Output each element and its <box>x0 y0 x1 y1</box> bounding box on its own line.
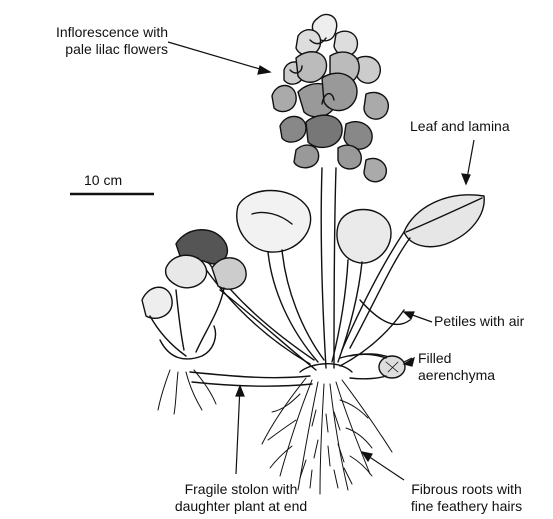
label-leaf: Leaf and lamina <box>410 118 510 135</box>
scale-bar-label: 10 cm <box>84 172 122 189</box>
stolon-drawing <box>190 372 312 386</box>
label-roots: Fibrous roots with fine feathery hairs <box>384 481 549 515</box>
daughter-plant-drawing <box>142 255 246 414</box>
leader-stolon <box>236 386 240 474</box>
arrowhead-inflorescence <box>258 66 270 74</box>
flower-stalk <box>321 168 336 368</box>
arrowhead-leaf <box>462 174 470 184</box>
leader-inflorescence <box>168 42 270 72</box>
arrowhead-stolon <box>236 386 244 396</box>
label-inflorescence: Inflorescence with pale lilac flowers <box>8 24 168 58</box>
rosette-drawing <box>300 354 405 379</box>
label-stolon: Fragile stolon with daughter plant at en… <box>156 481 326 515</box>
label-petiles: Petiles with air <box>434 313 524 330</box>
inflorescence-drawing <box>272 14 388 181</box>
arrowhead-petiles <box>404 312 414 319</box>
roots-drawing <box>262 378 392 494</box>
label-aerenchyma: Filled aerenchyma <box>418 350 495 384</box>
